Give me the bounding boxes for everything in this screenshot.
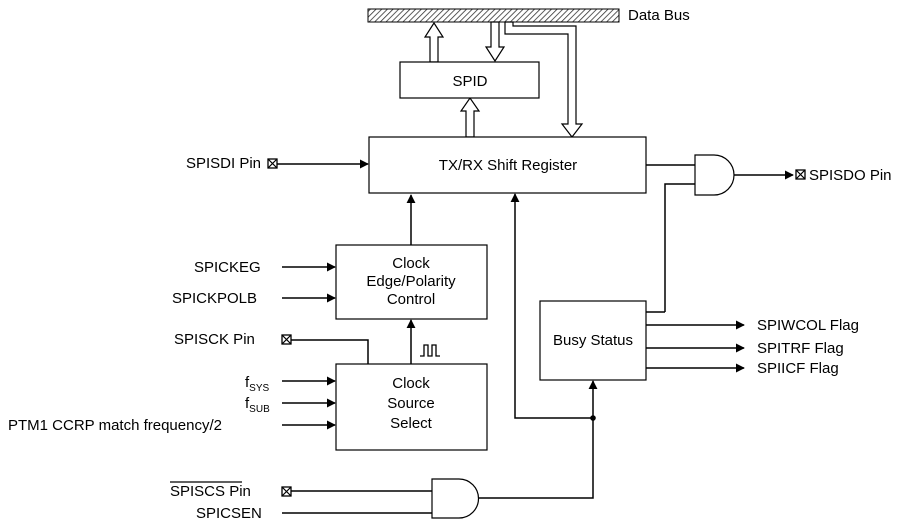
clock-source-block	[335, 363, 488, 451]
spid-to-bus-arrow	[423, 21, 445, 63]
shift-register-label: TX/RX Shift Register	[439, 157, 577, 174]
data-bus-label: Data Bus	[628, 7, 690, 24]
shift-register-block	[368, 136, 647, 194]
spisdo-pin-label: SPISDO Pin	[809, 167, 892, 184]
chip-select-output-line	[478, 418, 594, 499]
clock-source-line-1: Clock	[392, 375, 430, 392]
spisck-pin-icon	[281, 334, 292, 345]
chip-select-to-shift-line	[510, 193, 593, 419]
spiicf-label: SPIICF Flag	[757, 360, 839, 377]
spiscs-pin-icon	[281, 486, 292, 497]
spickeg-label: SPICKEG	[194, 259, 261, 276]
busy-status-block	[539, 300, 647, 381]
ptm-label: PTM1 CCRP match frequency/2	[8, 417, 222, 434]
busy-to-and-vertical	[664, 183, 695, 312]
bus-to-spid-arrow	[484, 21, 506, 63]
spisck-line	[291, 339, 369, 364]
spitrf-label: SPITRF Flag	[757, 340, 844, 357]
spickpolb-label: SPICKPOLB	[172, 290, 257, 307]
clock-source-line-2: Source	[387, 395, 435, 412]
bus-to-shift-register-arrow	[504, 21, 584, 138]
busy-status-label: Busy Status	[553, 332, 633, 349]
spisdo-pin-icon	[795, 169, 806, 180]
spid-block	[399, 61, 540, 99]
data-bus	[367, 8, 620, 23]
shift-register-to-spid-arrow	[459, 96, 481, 138]
chip-select-and-gate	[431, 478, 480, 519]
spicsen-label: SPICSEN	[196, 505, 262, 522]
fsys-label: fSYS	[245, 374, 270, 394]
spiwcol-label: SPIWCOL Flag	[757, 317, 859, 334]
clock-polarity-line-1: Clock	[392, 255, 430, 272]
spisdi-pin-label: SPISDI Pin	[186, 155, 261, 172]
fsub-label: fSUB	[245, 395, 270, 415]
spid-label: SPID	[452, 73, 487, 90]
junction-dot	[590, 415, 596, 421]
clock-polarity-line-2: Edge/Polarity	[366, 273, 456, 290]
clock-polarity-line-3: Control	[387, 291, 435, 308]
spisck-pin-label: SPISCK Pin	[174, 331, 255, 348]
clock-waveform-icon	[420, 344, 440, 357]
spisdi-pin-icon	[267, 158, 278, 169]
output-and-gate	[694, 154, 735, 196]
clock-polarity-block	[335, 244, 488, 320]
clock-source-line-3: Select	[390, 415, 433, 432]
spiscs-pin-label: SPISCS Pin	[170, 483, 251, 500]
